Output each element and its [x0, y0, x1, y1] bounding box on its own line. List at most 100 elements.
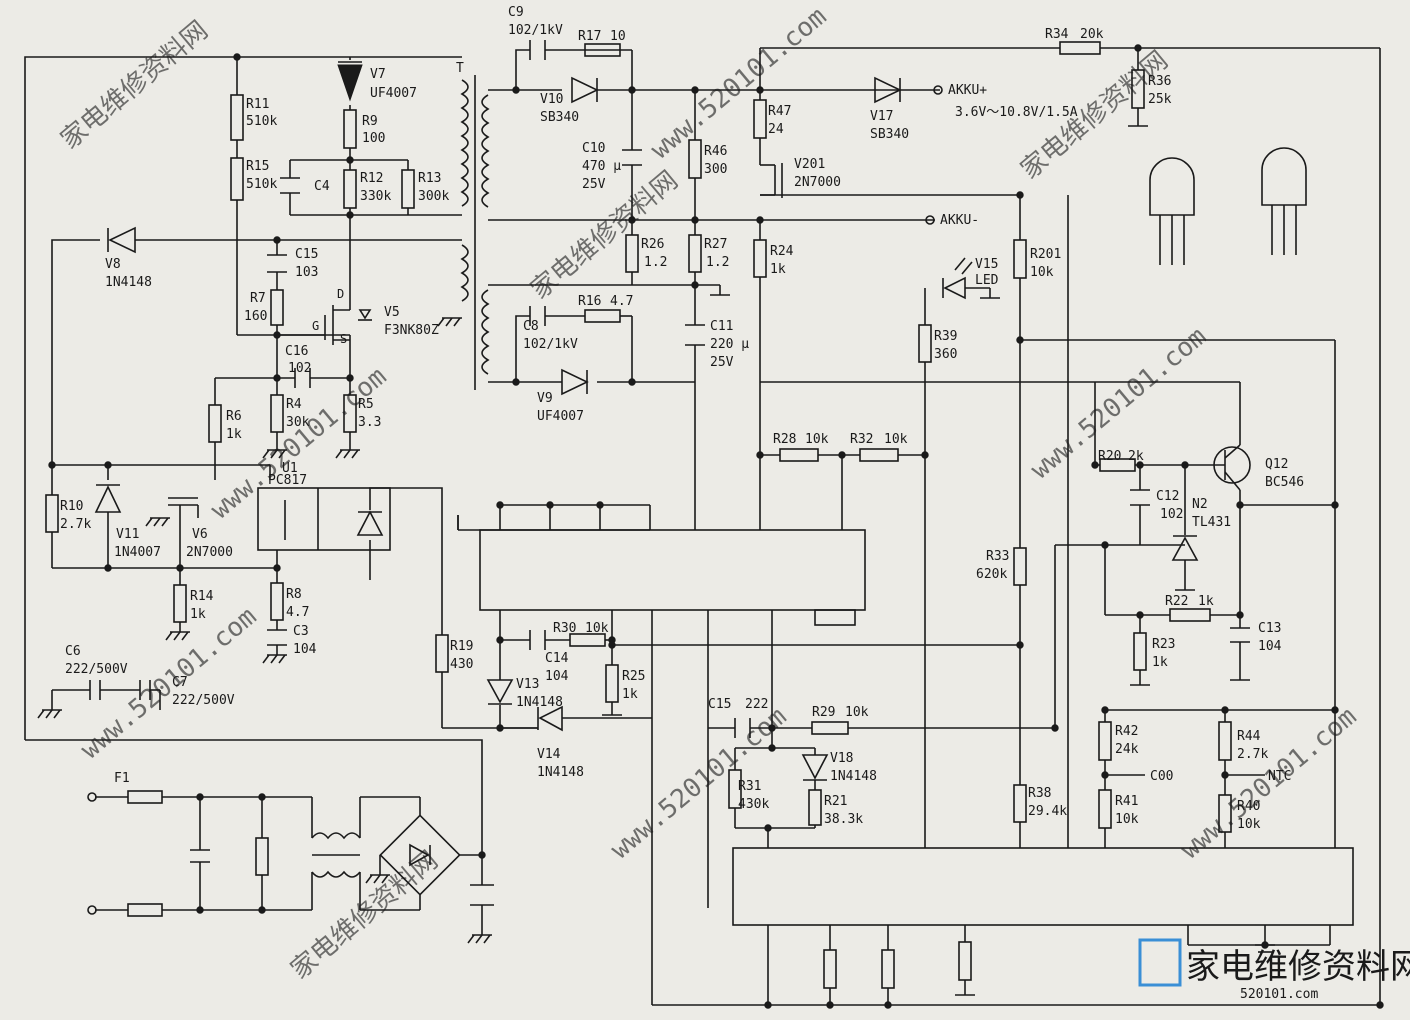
svg-text:D: D: [337, 287, 344, 301]
component-bodies: [37, 40, 1354, 996]
label-c13-value: 104: [1258, 639, 1282, 654]
label-ntc: NTC: [1268, 769, 1291, 784]
label-u1-ref: U1: [282, 461, 298, 476]
svg-text:S: S: [340, 332, 347, 346]
label-c7-value: 222/500V: [172, 693, 235, 708]
label-c10-ref: C10: [582, 141, 605, 156]
label-r32-value: 10k: [884, 432, 908, 447]
label-r13-value: 300k: [418, 189, 449, 204]
label-v5-value: F3NK80Z: [384, 323, 439, 338]
label-r41-value: 10k: [1115, 812, 1139, 827]
label-c13-ref: C13: [1258, 621, 1281, 636]
label-v14-ref: V14: [537, 747, 561, 762]
label-r36-ref: R36: [1148, 74, 1171, 89]
label-u1-value: PC817: [268, 473, 307, 488]
label-r22-ref: R22: [1165, 594, 1188, 609]
label-r17-ref: R17: [578, 29, 601, 44]
label-c00: C00: [1150, 769, 1173, 784]
watermark-url: www.520101.com: [605, 702, 792, 866]
label-v7-value: UF4007: [370, 86, 417, 101]
label-r28-ref: R28: [773, 432, 796, 447]
label-r20-ref: R20: [1098, 449, 1121, 464]
label-r25-ref: R25: [622, 669, 645, 684]
label-c11-value: 220 μ: [710, 337, 749, 352]
label-v15-value: LED: [975, 273, 999, 288]
label-c9-ref: C9: [508, 5, 524, 20]
label-r31-ref: R31: [738, 779, 761, 794]
label-c3-value: 104: [293, 642, 317, 657]
label-c11-voltage: 25V: [710, 355, 734, 370]
label-r12-value: 330k: [360, 189, 391, 204]
label-r44-value: 2.7k: [1237, 747, 1268, 762]
label-c15-value: 103: [295, 265, 318, 280]
label-r6-ref: R6: [226, 409, 242, 424]
label-r41-ref: R41: [1115, 794, 1138, 809]
label-c9-value: 102/1kV: [508, 23, 563, 38]
label-r26-ref: R26: [641, 237, 664, 252]
label-r42-ref: R42: [1115, 724, 1138, 739]
label-r4-value: 30k: [286, 415, 310, 430]
label-r47-ref: R47: [768, 104, 791, 119]
label-v13-ref: V13: [516, 677, 539, 692]
label-n2-ref: N2: [1192, 497, 1208, 512]
label-r33-ref: R33: [986, 549, 1009, 564]
label-v6-value: 2N7000: [186, 545, 233, 560]
label-c15-ref: C15: [295, 247, 318, 262]
label-r20-value: 2k: [1128, 449, 1144, 464]
label-v8-value: 1N4148: [105, 275, 152, 290]
label-r15-value: 510k: [246, 177, 277, 192]
label-r34-ref: R34: [1045, 27, 1069, 42]
label-r13-ref: R13: [418, 171, 441, 186]
label-r21-ref: R21: [824, 794, 847, 809]
label-c15b-ref: C15: [708, 697, 731, 712]
watermark-url: www.520101.com: [645, 2, 832, 166]
label-c6-ref: C6: [65, 644, 81, 659]
label-r17-value: 10: [610, 29, 626, 44]
label-r33-value: 620k: [976, 567, 1007, 582]
label-r23-ref: R23: [1152, 637, 1175, 652]
label-r39-value: 360: [934, 347, 957, 362]
label-r36-value: 25k: [1148, 92, 1172, 107]
label-r12-ref: R12: [360, 171, 383, 186]
label-r24-value: 1k: [770, 262, 786, 277]
label-c8-value: 102/1kV: [523, 337, 578, 352]
label-c6-value: 222/500V: [65, 662, 128, 677]
label-r14-ref: R14: [190, 589, 214, 604]
label-r16-ref: R16: [578, 294, 601, 309]
label-r16-value: 4.7: [610, 294, 633, 309]
label-r30-value: 10k: [585, 621, 609, 636]
logo-text: 家电维修资料网: [1186, 947, 1410, 987]
label-c16-ref: C16: [285, 344, 308, 359]
label-v17-ref: V17: [870, 109, 893, 124]
label-v201-value: 2N7000: [794, 175, 841, 190]
wiring: [24, 47, 1381, 1006]
label-c15b-value: 222: [745, 697, 768, 712]
label-c10-value: 470 μ: [582, 159, 621, 174]
label-r10-value: 2.7k: [60, 517, 91, 532]
label-r5-ref: R5: [358, 397, 374, 412]
label-r34-value: 20k: [1080, 27, 1104, 42]
label-n2-value: TL431: [1192, 515, 1231, 530]
label-akku-spec: 3.6V～10.8V/1.5A: [955, 105, 1078, 120]
label-r27-value: 1.2: [706, 255, 729, 270]
label-v11-ref: V11: [116, 527, 139, 542]
label-c4-ref: C4: [314, 179, 330, 194]
watermark-text: 家电维修资料网: [285, 845, 444, 985]
label-q12-ref: Q12: [1265, 457, 1288, 472]
label-r24-ref: R24: [770, 244, 794, 259]
label-r9-ref: R9: [362, 114, 378, 129]
label-r5-value: 3.3: [358, 415, 381, 430]
site-logo: 家电维修资料网 520101.com: [1138, 938, 1410, 1002]
label-c11-ref: C11: [710, 319, 733, 334]
label-c16-value: 102: [288, 361, 311, 376]
label-r42-value: 24k: [1115, 742, 1139, 757]
label-v10-value: SB340: [540, 110, 579, 125]
label-r38-value: 29.4k: [1028, 804, 1067, 819]
label-r28-value: 10k: [805, 432, 829, 447]
label-c14-value: 104: [545, 669, 569, 684]
label-r39-ref: R39: [934, 329, 957, 344]
label-r46-ref: R46: [704, 144, 727, 159]
label-v11-value: 1N4007: [114, 545, 161, 560]
label-r11-ref: R11: [246, 97, 269, 112]
label-c12-value: 102: [1160, 507, 1183, 522]
